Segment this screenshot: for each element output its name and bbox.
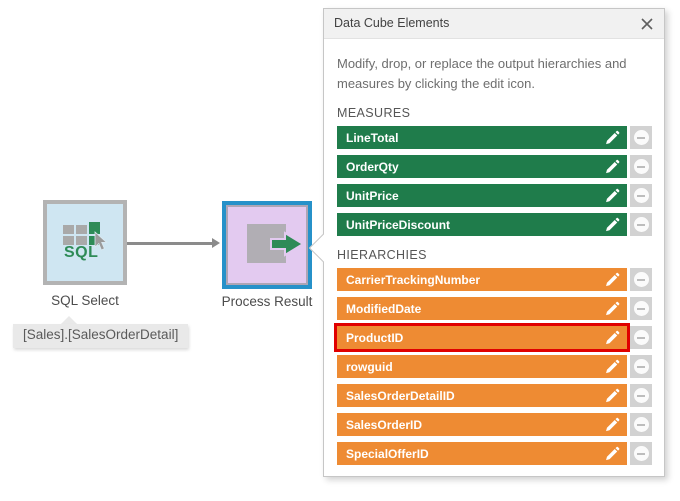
connector-arrowhead-icon — [212, 238, 220, 248]
node-process-result[interactable] — [222, 201, 312, 289]
minus-icon — [633, 272, 649, 287]
remove-button[interactable] — [630, 355, 652, 378]
edit-pencil-icon[interactable] — [603, 358, 621, 376]
measure-row: UnitPriceDiscount — [337, 213, 652, 236]
tooltip-notch — [61, 316, 77, 324]
measure-pill-orderqty[interactable]: OrderQty — [337, 155, 627, 178]
hierarchy-row: CarrierTrackingNumber — [337, 268, 652, 291]
edit-pencil-icon[interactable] — [603, 216, 621, 234]
minus-icon — [633, 388, 649, 403]
remove-button[interactable] — [630, 213, 652, 236]
hierarchy-row-highlighted: ProductID — [337, 326, 652, 349]
remove-button[interactable] — [630, 442, 652, 465]
node-label-process-result: Process Result — [221, 294, 313, 309]
measure-pill-unitprice[interactable]: UnitPrice — [337, 184, 627, 207]
edit-pencil-icon[interactable] — [603, 416, 621, 434]
connector-line[interactable] — [127, 242, 217, 245]
hierarchy-pill-productid[interactable]: ProductID — [337, 326, 627, 349]
edit-pencil-icon[interactable] — [603, 329, 621, 347]
edit-pencil-icon[interactable] — [603, 300, 621, 318]
hierarchy-row: SalesOrderDetailID — [337, 384, 652, 407]
remove-button[interactable] — [630, 413, 652, 436]
edit-pencil-icon[interactable] — [603, 129, 621, 147]
edit-pencil-icon[interactable] — [603, 387, 621, 405]
remove-button[interactable] — [630, 326, 652, 349]
panel-header: Data Cube Elements — [324, 9, 664, 39]
hierarchy-row: SalesOrderID — [337, 413, 652, 436]
minus-icon — [633, 217, 649, 232]
minus-icon — [633, 330, 649, 345]
minus-icon — [633, 159, 649, 174]
minus-icon — [633, 446, 649, 461]
measure-row: OrderQty — [337, 155, 652, 178]
minus-icon — [633, 301, 649, 316]
process-arrow-icon — [270, 231, 305, 257]
remove-button[interactable] — [630, 184, 652, 207]
hierarchy-pill-salesorderdetailid[interactable]: SalesOrderDetailID — [337, 384, 627, 407]
panel-description: Modify, drop, or replace the output hier… — [337, 56, 627, 91]
panel-body: Modify, drop, or replace the output hier… — [324, 39, 664, 484]
measure-pill-linetotal[interactable]: LineTotal — [337, 126, 627, 149]
remove-button[interactable] — [630, 155, 652, 178]
edit-pencil-icon[interactable] — [603, 158, 621, 176]
sql-table-cursor-icon: SQL — [63, 218, 109, 268]
hierarchy-pill-specialofferid[interactable]: SpecialOfferID — [337, 442, 627, 465]
node-label-sql-select: SQL Select — [51, 293, 119, 308]
minus-icon — [633, 417, 649, 432]
minus-icon — [633, 359, 649, 374]
measure-row: LineTotal — [337, 126, 652, 149]
hierarchy-pill-carriertrackingnumber[interactable]: CarrierTrackingNumber — [337, 268, 627, 291]
panel-title: Data Cube Elements — [334, 16, 450, 30]
remove-button[interactable] — [630, 268, 652, 291]
edit-pencil-icon[interactable] — [603, 445, 621, 463]
minus-icon — [633, 130, 649, 145]
hierarchy-row: SpecialOfferID — [337, 442, 652, 465]
measure-row: UnitPrice — [337, 184, 652, 207]
edit-pencil-icon[interactable] — [603, 271, 621, 289]
section-label-measures: MEASURES — [337, 106, 411, 120]
remove-button[interactable] — [630, 126, 652, 149]
close-icon — [641, 18, 653, 30]
cursor-icon — [94, 231, 108, 251]
minus-icon — [633, 188, 649, 203]
measure-pill-unitpricediscount[interactable]: UnitPriceDiscount — [337, 213, 627, 236]
hierarchy-row: rowguid — [337, 355, 652, 378]
hierarchy-pill-salesorderid[interactable]: SalesOrderID — [337, 413, 627, 436]
hierarchy-pill-modifieddate[interactable]: ModifiedDate — [337, 297, 627, 320]
edit-pencil-icon[interactable] — [603, 187, 621, 205]
remove-button[interactable] — [630, 297, 652, 320]
close-button[interactable] — [638, 16, 656, 34]
node-sql-select[interactable]: SQL — [43, 200, 127, 285]
data-cube-elements-panel: Data Cube Elements Modify, drop, or repl… — [308, 8, 665, 477]
hierarchy-pill-rowguid[interactable]: rowguid — [337, 355, 627, 378]
hierarchy-row: ModifiedDate — [337, 297, 652, 320]
table-name-tooltip: [Sales].[SalesOrderDetail] — [13, 324, 189, 348]
remove-button[interactable] — [630, 384, 652, 407]
section-label-hierarchies: HIERARCHIES — [337, 248, 427, 262]
